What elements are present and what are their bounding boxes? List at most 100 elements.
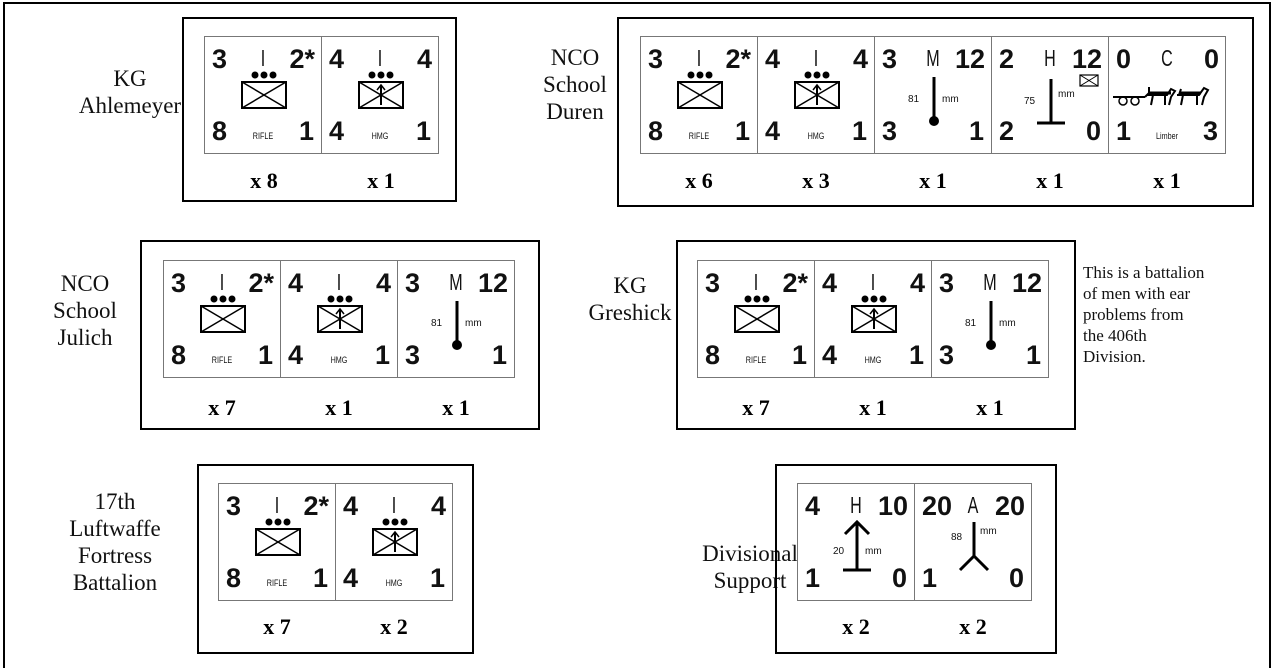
unit-type: I [813, 45, 819, 71]
hmg-counter: 4 I 4 HMG 4 1 [757, 36, 875, 154]
label-line: Greshick [588, 300, 672, 325]
counter-caption: HMG [807, 131, 825, 141]
counter-multiplier: x 2 [959, 614, 987, 639]
greshick-note: This is a battalion of men with ear prob… [1083, 262, 1268, 367]
machine-gun-symbol-icon [372, 518, 418, 556]
label-line: School [53, 298, 117, 323]
counter-caption: Limber [1155, 131, 1178, 141]
move-value: 1 [908, 340, 924, 370]
range-value: 4 [430, 491, 446, 521]
defense-value: 3 [882, 116, 898, 146]
infantry-symbol-icon [200, 295, 246, 333]
howitzer-symbol-icon [843, 519, 871, 572]
attack-value: 3 [212, 44, 228, 74]
counter-caption: RIFLE [745, 355, 767, 365]
mortar-counter: 3 M 12 81 mm 3 1 [397, 260, 515, 378]
hmg-counter: 4 I 4 HMG 4 1 [335, 483, 453, 601]
move-value: 1 [734, 116, 750, 146]
attack-value: 3 [939, 268, 955, 298]
unit-type: I [870, 269, 876, 295]
infantry-symbol-icon [734, 295, 780, 333]
howitzer-counter: 4 H 10 20 mm 1 0 [797, 483, 915, 601]
range-value: 12 [1071, 44, 1102, 74]
counter-row-luftwaffe: 3 I 2* RIFLE 8 1 4 I 4 HMG 4 1 [218, 483, 453, 601]
attack-value: 2 [999, 44, 1015, 74]
unit-type: H [850, 492, 862, 518]
label-line: Fortress [77, 543, 153, 568]
label-line: Duren [546, 99, 604, 124]
defense-value: 1 [1116, 116, 1132, 146]
range-value: 10 [877, 491, 908, 521]
defense-value: 4 [343, 563, 359, 593]
attack-value: 4 [288, 268, 304, 298]
counter-multiplier: x 1 [859, 395, 887, 420]
counter-multiplier: x 1 [1153, 168, 1181, 193]
defense-value: 1 [922, 563, 938, 593]
rifle-counter: 3 I 2* RIFLE 8 1 [697, 260, 815, 378]
note-line: of men with ear [1083, 284, 1191, 303]
group-box-luftwaffe [197, 464, 474, 654]
label-line: Ahlemeyer [78, 93, 182, 118]
counter-row-ahlemeyer: 3 I 2* RIFLE 8 1 4 I 4 HMG 4 1 [204, 36, 439, 154]
defense-value: 3 [939, 340, 955, 370]
hmg-counter: 4 I 4 HMG 4 1 [321, 36, 439, 154]
group-label-julich: NCO School Julich [30, 270, 140, 351]
attack-value: 0 [1116, 44, 1132, 74]
counter-multiplier: x 1 [919, 168, 947, 193]
unit-type: C [1161, 45, 1173, 71]
page-frame [3, 2, 1271, 668]
howitzer-counter: 2 H 12 75 mm 2 0 [991, 36, 1109, 154]
defense-value: 8 [212, 116, 228, 146]
counter-multiplier: x 2 [842, 614, 870, 639]
move-value: 1 [257, 340, 273, 370]
caliber-label: 75 [1024, 96, 1036, 107]
attack-value: 3 [648, 44, 664, 74]
range-value: 2* [303, 491, 329, 521]
group-box-ahlemeyer [182, 17, 457, 202]
caliber-label: 81 [431, 318, 443, 329]
move-value: 1 [415, 116, 431, 146]
defense-value: 8 [705, 340, 721, 370]
anti-aircraft-counter: 20 A 20 88 mm 1 0 [914, 483, 1032, 601]
counter-caption: RIFLE [688, 131, 710, 141]
defense-value: 4 [765, 116, 781, 146]
label-line: NCO [60, 271, 110, 296]
move-value: 1 [791, 340, 807, 370]
counter-multiplier: x 1 [367, 168, 395, 193]
group-box-divisional [775, 464, 1057, 654]
counter-row-julich: 3 I 2* RIFLE 8 1 4 I 4 HMG 4 1 3 M 12 [163, 260, 515, 378]
move-value: 0 [891, 563, 907, 593]
range-value: 4 [416, 44, 432, 74]
defense-value: 4 [822, 340, 838, 370]
unit-type: I [260, 45, 266, 71]
counter-multiplier: x 1 [325, 395, 353, 420]
mortar-symbol-icon [929, 77, 939, 126]
counter-multiplier: x 1 [976, 395, 1004, 420]
unit-type: I [753, 269, 759, 295]
attack-value: 20 [922, 491, 953, 521]
counter-multiplier: x 2 [380, 614, 408, 639]
rifle-counter: 3 I 2* RIFLE 8 1 [218, 483, 336, 601]
counter-multiplier: x 7 [263, 614, 291, 639]
counter-multiplier: x 6 [685, 168, 713, 193]
caliber-unit: mm [865, 546, 882, 557]
group-label-duren: NCO School Duren [530, 44, 620, 125]
note-line: This is a battalion [1083, 263, 1205, 282]
label-line: KG [613, 273, 647, 298]
caliber-label: 20 [833, 546, 845, 557]
label-line: Battalion [72, 570, 158, 595]
machine-gun-symbol-icon [794, 71, 840, 109]
attack-value: 4 [343, 491, 359, 521]
defense-value: 3 [405, 340, 421, 370]
note-line: the 406th [1083, 326, 1147, 345]
infantry-symbol-icon [255, 518, 301, 556]
unit-type: M [926, 45, 940, 71]
hmg-counter: 4 I 4 HMG 4 1 [280, 260, 398, 378]
range-value: 4 [909, 268, 925, 298]
counter-caption: HMG [864, 355, 882, 365]
move-value: 1 [1025, 340, 1041, 370]
caliber-label: 81 [908, 94, 920, 105]
unit-type: I [391, 492, 397, 518]
counter-multiplier: x 8 [250, 168, 278, 193]
move-value: 1 [968, 116, 984, 146]
